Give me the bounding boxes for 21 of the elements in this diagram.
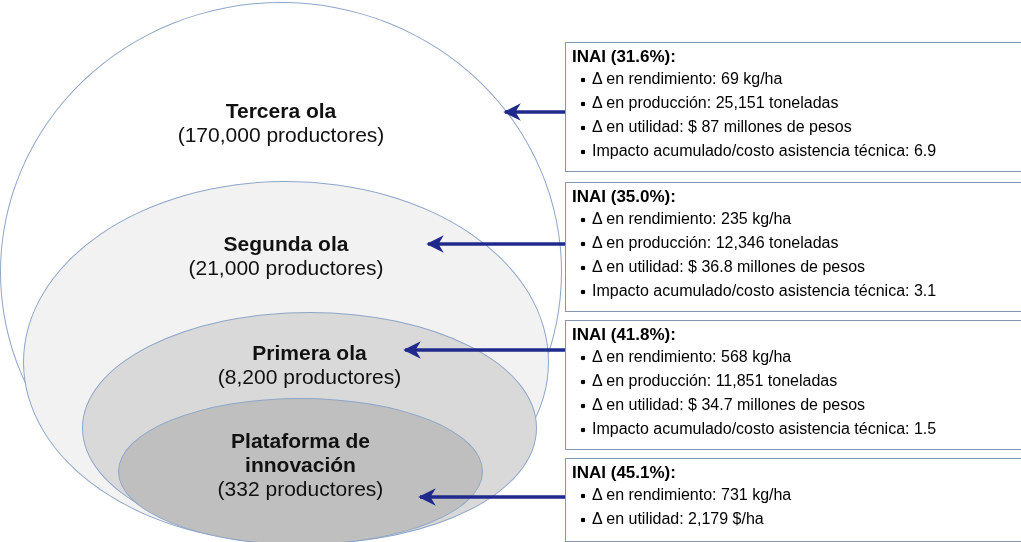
results-box [565, 182, 1021, 312]
box-heading: INAI (41.8%): [572, 324, 676, 345]
producer-count: (170,000 productores) [177, 123, 385, 147]
arrow [503, 103, 565, 121]
box-heading: INAI (31.6%): [572, 46, 676, 67]
wave-title: Tercera ola [225, 99, 337, 123]
arrow [418, 488, 565, 506]
results-box [565, 458, 1021, 542]
arrow [403, 341, 565, 359]
wave-title: Primera ola [252, 341, 367, 365]
box-heading: INAI (45.1%): [572, 462, 676, 483]
results-box [565, 320, 1021, 450]
wave-title: Plataforma de innovación [230, 429, 371, 477]
wave-ellipse [0, 2, 562, 542]
wave-title: Segunda ola [223, 232, 349, 256]
results-box [565, 42, 1021, 172]
arrow [426, 235, 565, 253]
producer-count: (332 productores) [217, 477, 384, 501]
producer-count: (8,200 productores) [217, 365, 402, 389]
box-heading: INAI (35.0%): [572, 186, 676, 207]
producer-count: (21,000 productores) [188, 256, 384, 280]
